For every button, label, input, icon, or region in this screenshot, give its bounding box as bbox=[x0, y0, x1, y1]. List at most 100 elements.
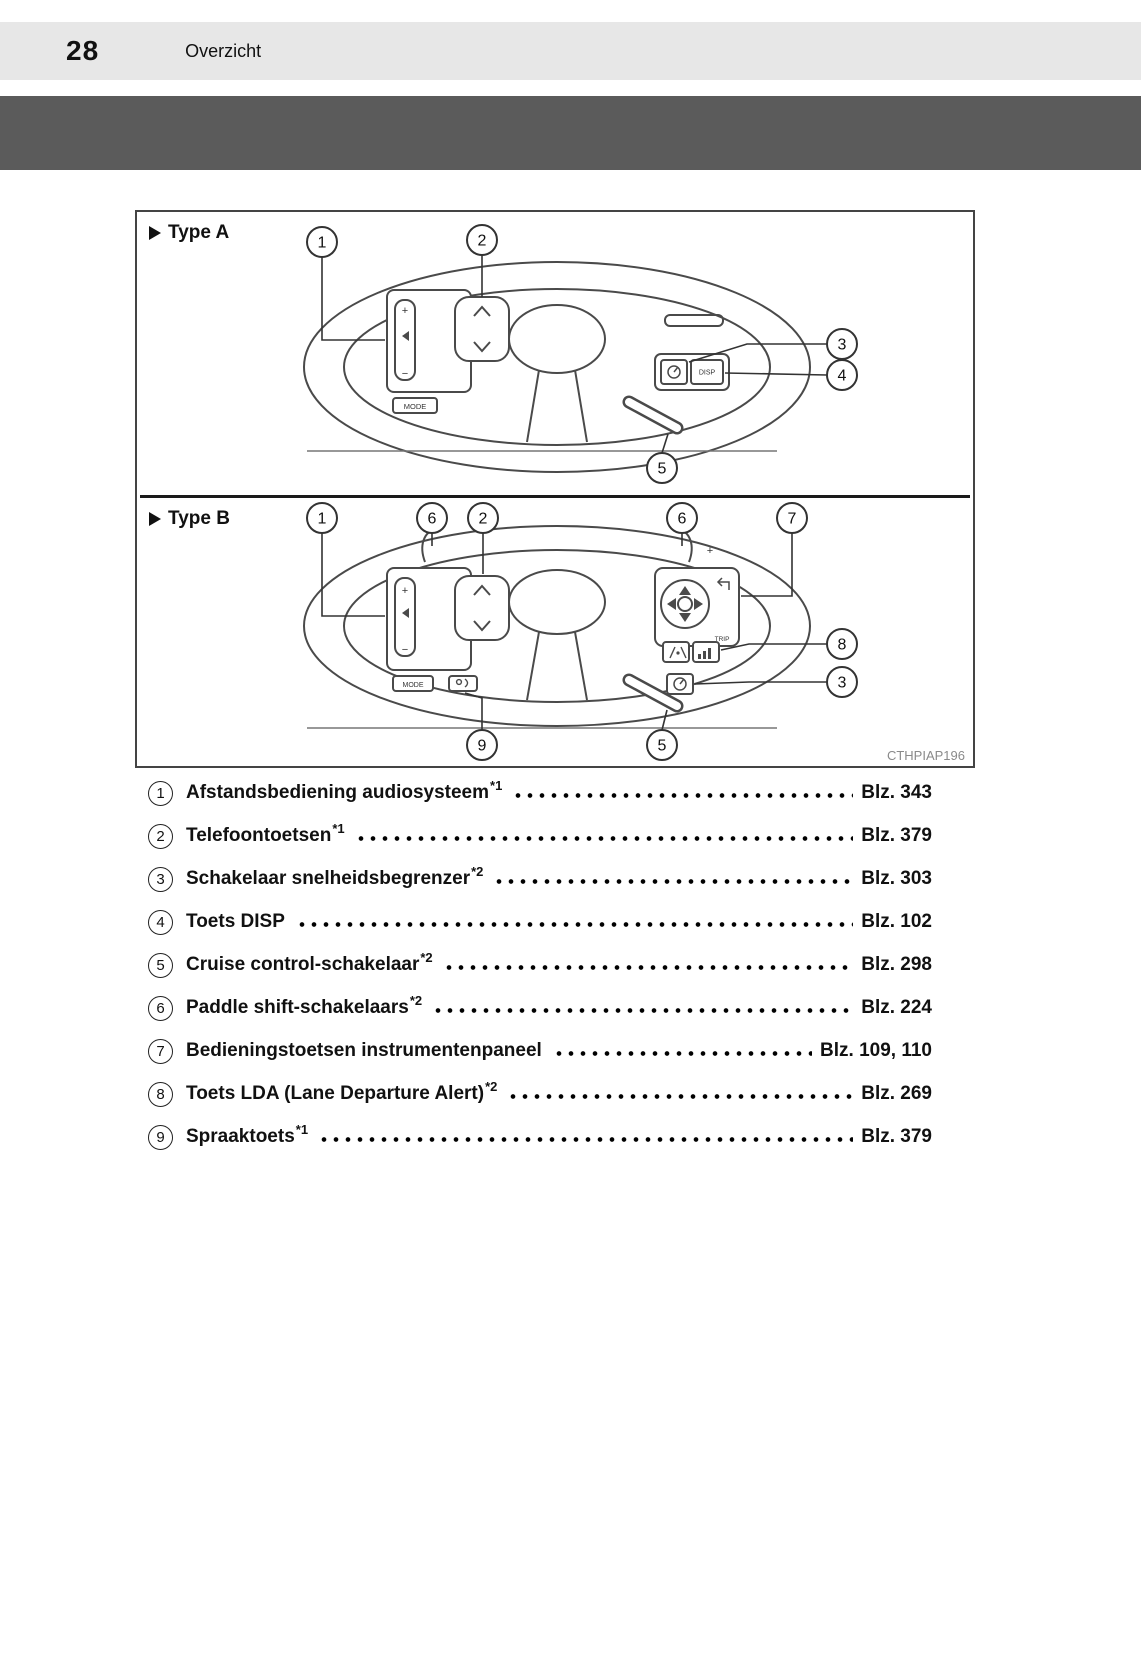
item-label: Toets LDA (Lane Departure Alert)*2 bbox=[186, 1079, 498, 1104]
page-header-bar: 28 Overzicht bbox=[0, 22, 1141, 80]
item-label: Spraaktoets*1 bbox=[186, 1122, 309, 1147]
list-item: 9 Spraaktoets*1 Blz. 379 bbox=[148, 1122, 932, 1151]
arrow-pad-a bbox=[454, 296, 510, 362]
item-number-badge: 6 bbox=[148, 996, 173, 1021]
svg-text:2: 2 bbox=[479, 511, 488, 528]
legend-list: 1 Afstandsbediening audiosysteem*1 Blz. … bbox=[148, 778, 932, 1166]
footnote-marker: *2 bbox=[485, 1079, 498, 1094]
item-number-badge: 7 bbox=[148, 1039, 173, 1064]
triangle-marker-icon bbox=[149, 512, 161, 526]
footnote-marker: *1 bbox=[332, 821, 345, 836]
meter-control-cluster bbox=[654, 567, 740, 647]
type-b-diagram: + + − MODE bbox=[303, 502, 858, 761]
dot-leader bbox=[432, 1008, 854, 1013]
dot-leader bbox=[295, 922, 854, 927]
page-reference: Blz. 379 bbox=[861, 1126, 932, 1147]
figure-code: CTHPIAP196 bbox=[886, 748, 965, 763]
section-title: Overzicht bbox=[185, 40, 262, 61]
callout-b-2: 2 bbox=[467, 502, 499, 534]
mode-button-b bbox=[392, 675, 434, 692]
audio-controls-panel-a bbox=[386, 289, 472, 414]
return-arrow-icon bbox=[719, 581, 730, 590]
callout-a-3: 3 bbox=[826, 328, 858, 360]
bar-chart-icon bbox=[698, 648, 711, 659]
footnote-marker: *1 bbox=[295, 1122, 309, 1137]
item-label: Toets DISP bbox=[186, 911, 285, 932]
list-item: 3 Schakelaar snelheidsbegrenzer*2 Blz. 3… bbox=[148, 864, 932, 893]
page-reference: Blz. 298 bbox=[861, 954, 932, 975]
list-item: 6 Paddle shift-schakelaars*2 Blz. 224 bbox=[148, 993, 932, 1022]
svg-text:9: 9 bbox=[478, 738, 487, 755]
callout-a-5: 5 bbox=[646, 452, 678, 484]
svg-text:5: 5 bbox=[658, 738, 667, 755]
cruise-control-stalk-b bbox=[622, 673, 684, 713]
lda-button bbox=[662, 641, 690, 663]
svg-text:6: 6 bbox=[428, 511, 437, 528]
chapter-band bbox=[0, 96, 1141, 170]
paddle-plus-label: + bbox=[707, 545, 713, 557]
dot-leader bbox=[552, 1051, 813, 1056]
type-a-label: Type A bbox=[149, 222, 229, 244]
page-reference: Blz. 379 bbox=[861, 825, 932, 846]
svg-text:5: 5 bbox=[658, 461, 667, 478]
volume-plus-label-b: + bbox=[402, 585, 408, 597]
page-reference: Blz. 109, 110 bbox=[820, 1040, 932, 1061]
page-reference: Blz. 102 bbox=[861, 911, 932, 932]
callout-b-7: 7 bbox=[776, 502, 808, 534]
audio-controls-panel-b bbox=[386, 567, 478, 692]
callouts-b: 1 6 2 6 7 bbox=[306, 502, 858, 761]
mode-label-a: MODE bbox=[404, 402, 427, 411]
leader-lines-b bbox=[321, 533, 827, 731]
item-number-badge: 4 bbox=[148, 910, 173, 935]
item-label: Paddle shift-schakelaars*2 bbox=[186, 993, 423, 1018]
steering-wheel-b bbox=[303, 525, 811, 729]
item-number-badge: 9 bbox=[148, 1125, 173, 1150]
callout-b-1: 1 bbox=[306, 502, 338, 534]
trip-label: TRIP bbox=[715, 636, 730, 643]
callout-b-6-right: 6 bbox=[666, 502, 698, 534]
page-reference: Blz. 269 bbox=[861, 1083, 932, 1104]
cruise-control-stalk-a bbox=[622, 395, 684, 435]
svg-text:3: 3 bbox=[838, 675, 847, 692]
callout-b-9: 9 bbox=[466, 729, 498, 761]
item-label: Telefoontoetsen*1 bbox=[186, 821, 345, 846]
type-b-label-text: Type B bbox=[168, 508, 230, 529]
list-item: 8 Toets LDA (Lane Departure Alert)*2 Blz… bbox=[148, 1079, 932, 1108]
figure-box: Type A + − bbox=[135, 210, 975, 768]
dot-leader bbox=[442, 965, 854, 970]
dot-leader bbox=[507, 1094, 854, 1099]
item-label: Cruise control-schakelaar*2 bbox=[186, 950, 433, 975]
dot-leader bbox=[512, 793, 854, 798]
svg-text:1: 1 bbox=[318, 235, 327, 252]
callout-a-2: 2 bbox=[466, 224, 498, 256]
list-item: 4 Toets DISP Blz. 102 bbox=[148, 908, 932, 936]
item-number-badge: 8 bbox=[148, 1082, 173, 1107]
type-a-diagram: + − MODE DISP bbox=[303, 224, 858, 484]
item-number-badge: 2 bbox=[148, 824, 173, 849]
right-button-cluster-a bbox=[654, 353, 730, 391]
list-item: 2 Telefoontoetsen*1 Blz. 379 bbox=[148, 821, 932, 850]
type-a-section: Type A + − bbox=[137, 212, 973, 495]
svg-text:2: 2 bbox=[478, 233, 487, 250]
lower-right-buttons bbox=[662, 641, 720, 695]
type-b-label: Type B bbox=[149, 508, 230, 530]
footnote-marker: *2 bbox=[409, 993, 423, 1008]
svg-text:3: 3 bbox=[838, 337, 847, 354]
triangle-marker-icon bbox=[149, 226, 161, 240]
callout-b-5: 5 bbox=[646, 729, 678, 761]
volume-plus-label: + bbox=[402, 305, 408, 317]
figure-divider bbox=[140, 495, 970, 498]
steering-wheel-a bbox=[303, 261, 811, 473]
dot-leader bbox=[354, 836, 854, 841]
callout-a-1: 1 bbox=[306, 226, 338, 258]
page-reference: Blz. 303 bbox=[861, 868, 932, 889]
item-label: Bedieningstoetsen instrumentenpaneel bbox=[186, 1040, 542, 1061]
svg-text:4: 4 bbox=[838, 368, 847, 385]
talk-icon bbox=[455, 678, 469, 688]
footnote-marker: *2 bbox=[471, 864, 484, 879]
arrow-pad-b bbox=[454, 575, 510, 641]
page-reference: Blz. 343 bbox=[861, 782, 932, 803]
callout-b-6-left: 6 bbox=[416, 502, 448, 534]
footnote-marker: *2 bbox=[420, 950, 433, 965]
